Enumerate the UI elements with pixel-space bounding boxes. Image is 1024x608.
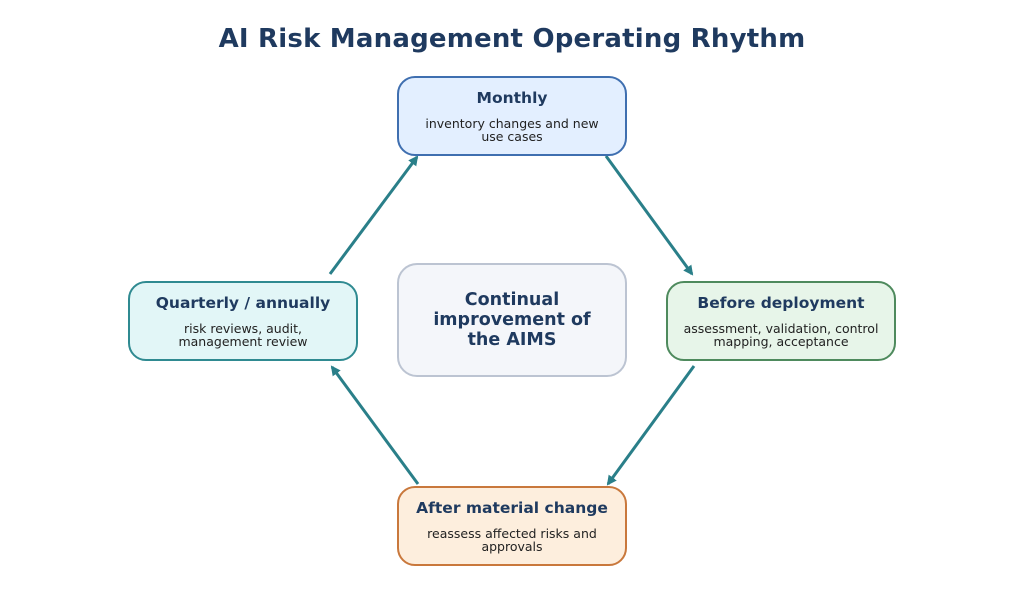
arrow-before-to-after [606, 365, 696, 486]
node-before-deployment: Before deployment assessment, validation… [666, 281, 896, 361]
arrow-monthly-to-before [604, 155, 694, 276]
node-title: After material change [416, 499, 608, 517]
node-title: Monthly [476, 89, 548, 107]
node-description: assessment, validation, control mapping,… [683, 321, 879, 349]
center-text: Continual improvement of the AIMS [433, 290, 591, 350]
arrow-quarterly-to-monthly [328, 155, 419, 275]
center-continual-improvement: Continual improvement of the AIMS [397, 263, 627, 377]
node-title: Quarterly / annually [155, 294, 331, 312]
node-description: reassess affected risks and approvals [427, 526, 597, 554]
diagram-title: AI Risk Management Operating Rhythm [218, 24, 806, 54]
node-after-material-change: After material change reassess affected … [397, 486, 627, 566]
arrow-after-to-quarterly [330, 365, 420, 485]
node-description: risk reviews, audit, management review [178, 321, 308, 349]
node-monthly: Monthly inventory changes and new use ca… [397, 76, 627, 156]
node-description: inventory changes and new use cases [425, 116, 599, 144]
node-quarterly-annually: Quarterly / annually risk reviews, audit… [128, 281, 358, 361]
node-title: Before deployment [697, 294, 865, 312]
